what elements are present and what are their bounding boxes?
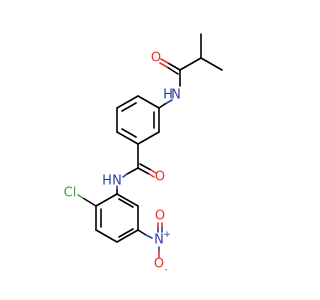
- nitrogen-label-top: N: [171, 88, 181, 103]
- chlorine-label: Cl: [64, 186, 77, 201]
- oxygen-label-middle: O: [155, 170, 165, 185]
- chloro-substituent: [77, 194, 97, 207]
- hydrogen-label-middle: H: [102, 174, 112, 189]
- benzene-ring-lower: [95, 193, 139, 243]
- nitro-oxygen-bottom-label: O: [154, 257, 164, 272]
- nitro-nitrogen-charge: +: [163, 230, 171, 240]
- nitrogen-label-middle: N: [112, 174, 122, 189]
- benzene-ring-central: [116, 95, 160, 145]
- hydrogen-label-top: H: [163, 88, 173, 103]
- isobutyryl-group: [158, 33, 223, 109]
- nitro-nitrogen-label: N: [154, 233, 164, 248]
- molecule-structure: O N H O N H Cl N + O O -: [64, 33, 223, 275]
- nitro-oxygen-top-label: O: [155, 209, 165, 224]
- molecule-diagram: O N H O N H Cl N + O O -: [64, 33, 223, 275]
- nitro-substituent: [137, 222, 163, 258]
- bond-n-ring-top: [164, 99, 173, 105]
- bond-methyl-right: [200, 57, 223, 71]
- bond-ch-carbonyl: [179, 57, 202, 71]
- oxygen-label-top: O: [151, 51, 161, 66]
- bond-carbonyl-top-b: [166, 66, 179, 75]
- bond-carbonyl-top-a: [167, 62, 181, 71]
- amide-group-middle: [116, 143, 157, 195]
- nitro-oxygen-charge: -: [164, 265, 167, 275]
